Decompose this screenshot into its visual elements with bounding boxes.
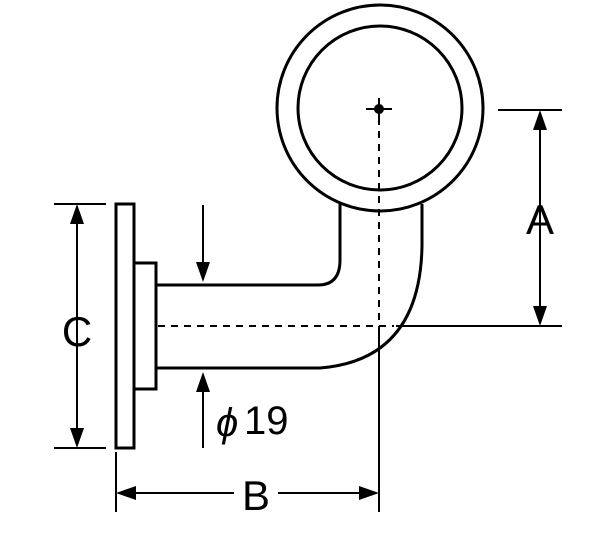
label-b: B — [242, 472, 270, 519]
arrowhead-a-bottom — [533, 306, 547, 326]
bracket-arm — [156, 204, 424, 370]
diameter-arrow-top-head — [196, 262, 210, 282]
diameter-arrow-bottom-head — [196, 372, 210, 392]
arrowhead-a-top — [533, 110, 547, 130]
label-a: A — [526, 196, 554, 243]
label-c: C — [62, 308, 92, 355]
diameter-value: 19 — [244, 399, 289, 443]
arrowhead-b-right — [359, 486, 379, 500]
base-flange — [132, 261, 158, 391]
diameter-symbol: ϕ — [216, 401, 238, 445]
arrowhead-b-left — [116, 486, 136, 500]
wall-plate — [114, 202, 136, 450]
arrowhead-c-bottom — [70, 428, 84, 448]
arrowhead-c-top — [70, 204, 84, 224]
